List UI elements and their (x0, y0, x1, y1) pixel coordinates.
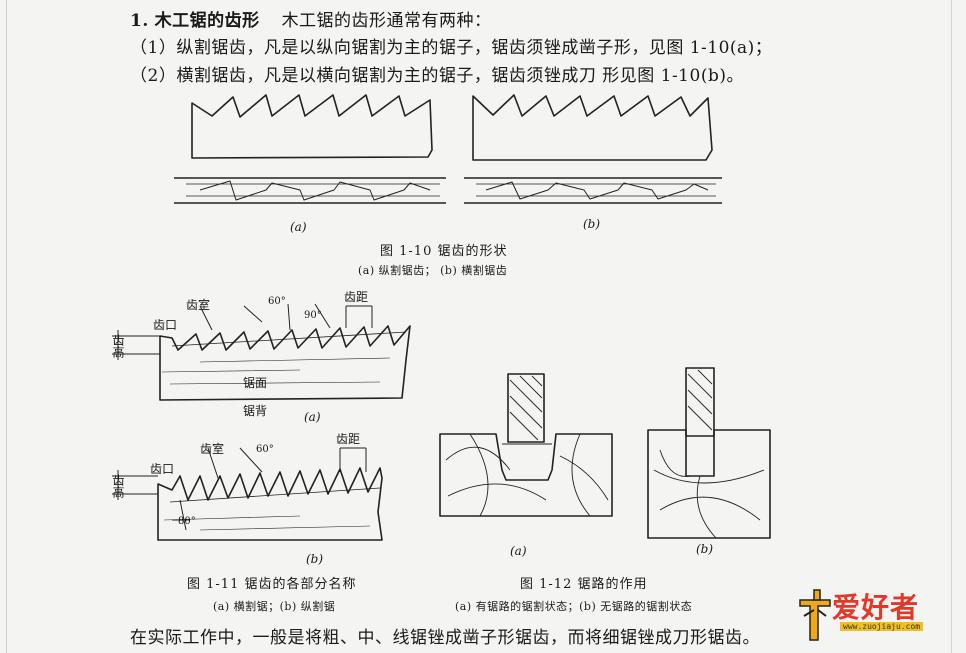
fig11a-jubei-label: 锯背 (243, 404, 268, 418)
fig11a-jumian-label: 锯面 (243, 376, 268, 390)
fig11a-chigao-label: 齿高 (111, 334, 125, 358)
fig11a-chikou-label: 齿口 (153, 318, 178, 332)
fig10b-blade (464, 94, 722, 204)
heading-text: 木工锯的齿形通常有两种： (281, 11, 492, 31)
page-edge-right (951, 0, 952, 653)
fig11-caption: 图 1-11 锯齿的各部分名称 (187, 577, 357, 592)
site-watermark: 爱好者 www.zuojiaju.com (796, 586, 956, 648)
fig11a-label: (a) (304, 410, 321, 424)
section-heading: 1. 木工锯的齿形 木工锯的齿形通常有两种： (130, 6, 492, 31)
page-edge-left (6, 0, 7, 653)
fig11b-angle60-label: 60° (256, 444, 274, 455)
fig10-subcaption: (a) 纵割锯齿； (b) 横割锯齿 (358, 264, 508, 277)
item-2-text: （2）横割锯齿，凡是以横向锯割为主的锯子，锯齿须锉成刀 形见图 1-10(b)。 (130, 66, 744, 86)
heading-title: 木工锯的齿形 (154, 11, 260, 31)
fig11b-chishi-label: 齿室 (200, 442, 225, 456)
fig11-subcaption: (a) 横割锯；(b) 纵割锯 (213, 600, 336, 613)
watermark-url: www.zuojiaju.com (840, 622, 924, 631)
fig11b-saw (112, 447, 383, 541)
fig11a-angle90-label: 90° (304, 310, 322, 321)
fig11b-chikou-label: 齿口 (150, 462, 175, 476)
watermark-logo-icon (799, 589, 831, 641)
fig11b-label: (b) (306, 552, 324, 566)
heading-number: 1. (130, 11, 149, 31)
fig10a-blade (174, 94, 446, 204)
fig12-caption: 图 1-12 锯路的作用 (520, 577, 648, 592)
fig12-label-b: (b) (696, 542, 714, 556)
fig12b-cut (647, 367, 771, 539)
fig12-label-a: (a) (510, 544, 527, 558)
fig10-caption: 图 1-10 锯齿的形状 (380, 244, 508, 259)
fig11a-angle60-label: 60° (268, 296, 286, 307)
fig11a-chiju-label: 齿距 (344, 290, 369, 304)
fig11b-chigao-label: 齿高 (111, 474, 125, 498)
fig11a-chishi-label: 齿室 (186, 298, 211, 312)
item-1-text: （1）纵割锯齿，凡是以纵向锯割为主的锯子，锯齿须锉成凿子形，见图 1-10(a)… (130, 38, 773, 58)
fig11a-saw (112, 303, 411, 401)
fig11b-chiju-label: 齿距 (336, 432, 361, 446)
bottom-paragraph: 在实际工作中，一般是将粗、中、线锯锉成凿子形锯齿，而将细锯锉成刀形锯齿。 (130, 628, 760, 648)
fig11b-angle80-label: 80° (178, 516, 196, 527)
fig10-label-a: (a) (290, 220, 307, 234)
watermark-brand: 爱好者 (832, 591, 920, 624)
fig12a-cut (439, 373, 613, 517)
fig12-subcaption: (a) 有锯路的锯割状态；(b) 无锯路的锯割状态 (455, 600, 693, 613)
fig10-label-b: (b) (583, 217, 601, 231)
